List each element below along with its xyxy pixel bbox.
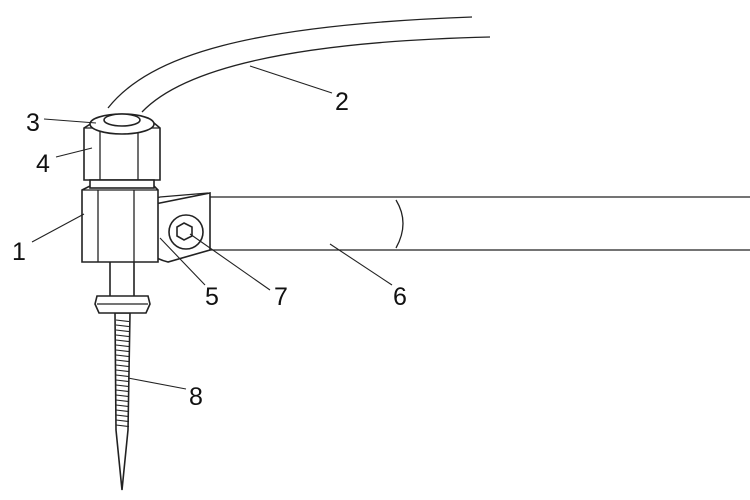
flexible-cable	[107, 16, 491, 113]
thread-tick	[115, 379, 130, 383]
pivot-bolt	[168, 214, 204, 250]
leader-8	[127, 377, 187, 390]
thread-tick	[115, 369, 130, 373]
thread-tick	[115, 384, 130, 388]
thread-tick	[115, 364, 130, 368]
leader-6	[329, 243, 393, 286]
thread-tick	[115, 404, 130, 408]
callout-1: 1	[12, 238, 26, 266]
thread-tick	[115, 414, 130, 418]
callout-7: 7	[274, 283, 288, 311]
leader-5	[159, 237, 206, 286]
callout-6: 6	[393, 283, 407, 311]
support-rod	[205, 196, 750, 251]
callout-8: 8	[189, 383, 203, 411]
thread-tick	[115, 324, 130, 328]
thread-tick	[115, 354, 130, 358]
threaded-needle	[114, 312, 131, 491]
thread-tick	[115, 344, 130, 348]
thread-tick	[115, 374, 130, 378]
callout-3: 3	[26, 109, 40, 137]
thread-tick	[115, 319, 130, 323]
thread-tick	[115, 339, 130, 343]
thread-tick	[115, 349, 130, 353]
thread-tick	[115, 329, 130, 333]
callout-4: 4	[36, 150, 50, 178]
stem-and-lower-nut	[94, 257, 151, 314]
thread-tick	[115, 424, 130, 428]
thread-tick	[115, 409, 130, 413]
thread-tick	[115, 389, 130, 393]
leader-lines	[31, 65, 393, 390]
needle-threads	[115, 319, 130, 428]
leader-3	[43, 118, 97, 124]
leader-7	[189, 233, 271, 291]
thread-tick	[115, 394, 130, 398]
callout-2: 2	[335, 88, 349, 116]
thread-tick	[115, 419, 130, 423]
leader-2	[249, 65, 333, 94]
top-cap	[89, 113, 155, 135]
callout-labels: 1 2 3 4 5 6 7 8	[12, 88, 407, 411]
callout-5: 5	[205, 283, 219, 311]
clamp-block	[81, 181, 159, 263]
leader-4	[55, 147, 93, 158]
thread-tick	[115, 399, 130, 403]
thread-tick	[115, 334, 130, 338]
thread-tick	[115, 359, 130, 363]
leader-1	[31, 213, 85, 243]
